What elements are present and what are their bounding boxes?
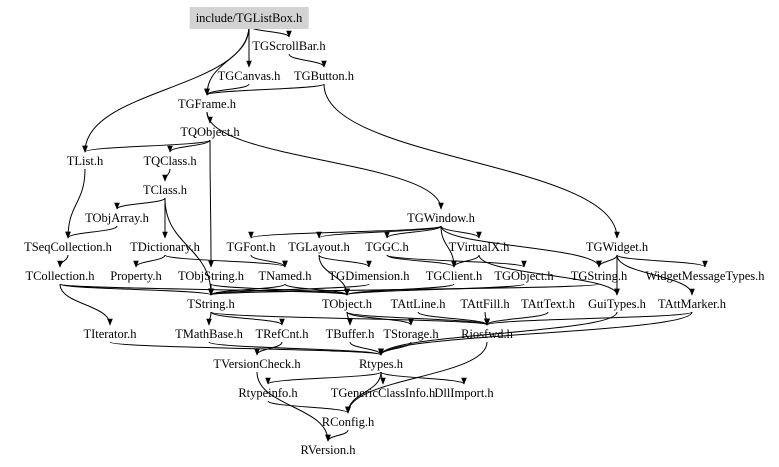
node-TNamed[interactable]: TNamed.h <box>258 269 312 283</box>
node-Riosfwd[interactable]: Riosfwd.h <box>461 327 513 341</box>
node-TAttLine[interactable]: TAttLine.h <box>390 297 446 311</box>
edge-TSeqCollection-to-TCollection <box>57 254 69 268</box>
edge-TGWindow-to-TGString <box>440 225 602 268</box>
edge-TObjArray-to-TSeqCollection <box>65 225 118 239</box>
edge-TGDimension-to-TString <box>208 283 370 296</box>
edge-RConfig-to-RVersion <box>325 429 349 442</box>
node-TGObject[interactable]: TGObject.h <box>494 269 554 283</box>
node-TSeqCollection[interactable]: TSeqCollection.h <box>24 240 112 254</box>
node-TObjArray[interactable]: TObjArray.h <box>85 211 149 225</box>
node-TClass[interactable]: TClass.h <box>142 183 188 197</box>
node-Property[interactable]: Property.h <box>110 269 162 283</box>
node-TGDimension[interactable]: TGDimension.h <box>328 269 410 283</box>
edge-TClass-to-TString <box>164 197 214 296</box>
node-TGenericClassInfo[interactable]: TGenericClassInfo.h <box>330 386 436 400</box>
node-GuiTypes[interactable]: GuiTypes.h <box>588 297 646 311</box>
edge-TGWindow-to-TVirtualX <box>440 225 482 239</box>
node-TBuffer[interactable]: TBuffer.h <box>325 327 375 341</box>
edge-TDictionary-to-TNamed <box>164 254 288 268</box>
edge-TAttMarker-to-Riosfwd <box>484 311 693 326</box>
edge-TDictionary-to-Property <box>133 254 166 268</box>
edge-TCollection-to-TString <box>59 283 214 296</box>
node-TGFont[interactable]: TGFont.h <box>226 240 276 254</box>
node-TQObject[interactable]: TQObject.h <box>180 125 240 139</box>
node-RConfig[interactable]: RConfig.h <box>321 415 375 429</box>
edge-TVersionCheck-to-RVersion <box>256 371 331 442</box>
node-RVersion[interactable]: RVersion.h <box>300 443 356 457</box>
node-TGLayout[interactable]: TGLayout.h <box>288 240 350 254</box>
edge-TGWidget-to-WidgetMessageTypes <box>616 254 708 268</box>
node-TVirtualX[interactable]: TVirtualX.h <box>448 240 510 254</box>
node-WidgetMessageTypes[interactable]: WidgetMessageTypes.h <box>645 269 765 283</box>
node-TObjString[interactable]: TObjString.h <box>177 269 245 283</box>
edge-TCollection-to-TIterator <box>59 283 113 326</box>
node-TGString[interactable]: TGString.h <box>570 269 628 283</box>
edge-TObject-to-TStorage <box>346 311 414 326</box>
edge-TObject-to-TBuffer <box>346 311 353 326</box>
edge-TGGC-to-TGClient <box>386 254 457 268</box>
edge-TGFrame-to-TGWindow <box>206 111 444 210</box>
edge-TVirtualX-to-GuiTypes <box>478 254 620 296</box>
node-TGWidget[interactable]: TGWidget.h <box>585 240 649 254</box>
edge-TObject-to-Riosfwd <box>346 311 490 326</box>
node-TList[interactable]: TList.h <box>66 154 104 168</box>
edge-TClass-to-TObjArray <box>114 197 166 210</box>
edge-TGWidget-to-TAttMarker <box>616 254 695 296</box>
node-TGButton[interactable]: TGButton.h <box>293 69 355 83</box>
edge-TQObject-to-TList <box>82 139 211 153</box>
node-TAttFill[interactable]: TAttFill.h <box>460 297 510 311</box>
edge-TGWindow-to-TGGC <box>384 225 442 239</box>
edge-Rtypeinfo-to-RConfig <box>267 400 351 414</box>
root-node[interactable]: include/TGListBox.h <box>189 7 309 29</box>
edge-TString-to-TMathBase <box>206 311 212 326</box>
edge-TGFont-to-TNamed <box>250 254 288 268</box>
edge-root-to-TList <box>82 25 250 153</box>
edge-TList-to-TSeqCollection <box>65 168 86 239</box>
node-TStorage[interactable]: TStorage.h <box>383 327 439 341</box>
node-DllImport[interactable]: DllImport.h <box>434 386 494 400</box>
node-TVersionCheck[interactable]: TVersionCheck.h <box>213 357 301 371</box>
node-TGFrame[interactable]: TGFrame.h <box>178 97 236 111</box>
edge-GuiTypes-to-Rtypes <box>378 311 618 356</box>
node-TGClient[interactable]: TGClient.h <box>425 269 483 283</box>
node-TAttMarker[interactable]: TAttMarker.h <box>657 297 727 311</box>
node-TIterator[interactable]: TIterator.h <box>83 327 137 341</box>
node-TMathBase[interactable]: TMathBase.h <box>175 327 243 341</box>
edge-TAttMarker-to-Rtypes <box>378 311 693 356</box>
edge-TGWidget-to-TGString <box>596 254 618 268</box>
edge-TQObject-to-TObjString <box>208 139 214 268</box>
node-TAttText[interactable]: TAttText.h <box>520 297 576 311</box>
edge-Rtypes-to-DllImport <box>380 371 467 385</box>
edge-TString-to-TRefCnt <box>210 311 285 326</box>
node-TDictionary[interactable]: TDictionary.h <box>130 240 200 254</box>
edge-TGWindow-to-TGLayout <box>316 225 442 239</box>
node-Rtypes[interactable]: Rtypes.h <box>358 357 404 371</box>
node-TGScrollBar[interactable]: TGScrollBar.h <box>252 39 326 53</box>
node-TRefCnt[interactable]: TRefCnt.h <box>255 327 309 341</box>
edge-TGButton-to-TGWidget <box>323 83 620 239</box>
edge-TQClass-to-TClass <box>162 168 171 182</box>
node-TQClass[interactable]: TQClass.h <box>143 154 197 168</box>
node-TGWindow[interactable]: TGWindow.h <box>407 211 475 225</box>
node-TCollection[interactable]: TCollection.h <box>25 269 95 283</box>
edge-TGButton-to-TGFrame <box>204 83 325 96</box>
edge-TStorage-to-Rtypes <box>378 341 412 356</box>
edge-TGScrollBar-to-TGButton <box>288 53 327 68</box>
edge-TCollection-to-TObject <box>59 283 350 296</box>
node-TGCanvas[interactable]: TGCanvas.h <box>217 69 281 83</box>
edge-TRefCnt-to-TVersionCheck <box>254 341 283 356</box>
edge-TMathBase-to-Rtypes <box>208 341 384 356</box>
node-TGGC[interactable]: TGGC.h <box>365 240 409 254</box>
node-TString[interactable]: TString.h <box>187 297 235 311</box>
edge-TGString-to-TString <box>208 283 600 296</box>
edge-Rtypes-to-Rtypeinfo <box>265 371 382 385</box>
node-Rtypeinfo[interactable]: Rtypeinfo.h <box>238 386 298 400</box>
edge-TIterator-to-Rtypes <box>109 341 384 356</box>
node-TObject[interactable]: TObject.h <box>321 297 373 311</box>
edge-TGLayout-to-TGDimension <box>318 254 372 268</box>
edge-TVirtualX-to-TGClient <box>451 254 480 268</box>
